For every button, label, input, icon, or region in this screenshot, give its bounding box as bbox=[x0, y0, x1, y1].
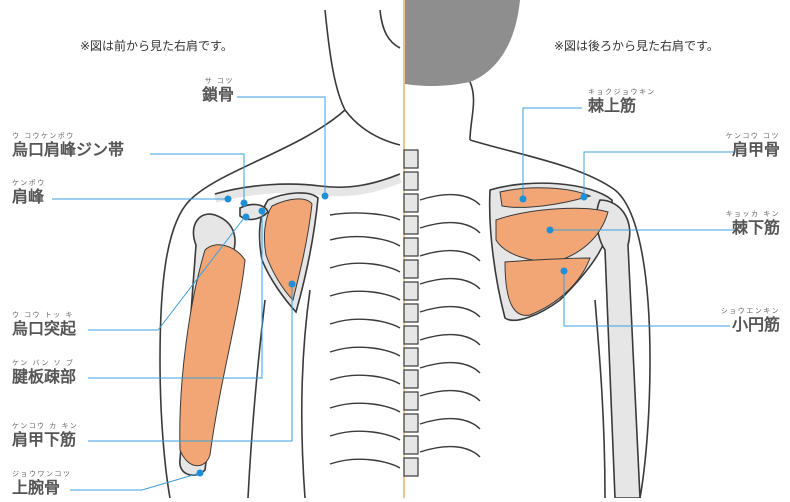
name-coracoacromial: 烏口肩峰ジン帯 bbox=[12, 142, 124, 158]
label-scapula: ケンコウ コツ 肩甲骨 bbox=[700, 133, 780, 158]
ruby-coracoid: ウ コウ トッ キ bbox=[12, 312, 76, 319]
dot-tendon bbox=[259, 208, 266, 215]
label-humerus: ジョウワンコツ 上腕骨 bbox=[12, 471, 72, 496]
name-subscapularis: 肩甲下筋 bbox=[12, 432, 78, 448]
label-infraspinatus: キョッカ キン 棘下筋 bbox=[700, 211, 780, 236]
label-teres-minor: ショウエンキン 小円筋 bbox=[690, 308, 780, 333]
name-supraspinatus: 棘上筋 bbox=[588, 98, 656, 114]
label-acromion: ケンポウ 肩峰 bbox=[12, 180, 46, 205]
label-supraspinatus: キョクジョウキン 棘上筋 bbox=[588, 89, 656, 114]
name-clavicle: 鎖骨 bbox=[190, 87, 234, 103]
front-body-outline bbox=[325, 10, 400, 145]
dot-teres-minor bbox=[561, 268, 568, 275]
ruby-clavicle: サ コツ bbox=[190, 78, 234, 85]
back-humerus bbox=[597, 200, 640, 498]
dot-subscapularis bbox=[289, 281, 296, 288]
ruby-infraspinatus: キョッカ キン bbox=[700, 211, 780, 218]
ruby-tendon: ケン バン ソ ブ bbox=[12, 360, 76, 367]
ruby-scapula: ケンコウ コツ bbox=[700, 133, 780, 140]
back-hair bbox=[405, 0, 520, 86]
label-clavicle: サ コツ 鎖骨 bbox=[190, 78, 234, 103]
leader-humerus bbox=[70, 473, 200, 490]
label-subscapularis: ケンコウ カ キン 肩甲下筋 bbox=[12, 423, 78, 448]
back-view bbox=[404, 0, 650, 498]
front-view-note: ※図は前から見た右肩です。 bbox=[80, 37, 233, 54]
biceps-muscle bbox=[180, 245, 245, 466]
teres-minor-muscle bbox=[505, 258, 590, 315]
back-spine bbox=[404, 150, 418, 476]
dot-acromion bbox=[225, 196, 232, 203]
dot-infraspinatus bbox=[547, 227, 554, 234]
label-coracoacromial: ウ コウケンポウ 烏口肩峰ジン帯 bbox=[12, 133, 124, 158]
dot-coracoid bbox=[243, 214, 250, 221]
dot-scapula bbox=[581, 194, 588, 201]
label-tendon: ケン バン ソ ブ 腱板疎部 bbox=[12, 360, 76, 385]
front-chin bbox=[380, 10, 400, 48]
ruby-acromion: ケンポウ bbox=[12, 180, 46, 187]
back-arm-inner bbox=[595, 300, 605, 498]
ruby-supraspinatus: キョクジョウキン bbox=[588, 89, 656, 96]
front-side bbox=[302, 290, 310, 498]
name-scapula: 肩甲骨 bbox=[700, 142, 780, 158]
dot-supraspinatus bbox=[520, 196, 527, 203]
front-ribs bbox=[330, 213, 400, 468]
name-infraspinatus: 棘下筋 bbox=[700, 220, 780, 236]
back-view-note: ※図は後ろから見た右肩です。 bbox=[554, 37, 719, 54]
name-acromion: 肩峰 bbox=[12, 189, 46, 205]
back-ribs bbox=[420, 195, 480, 457]
leader-scapula bbox=[584, 152, 734, 197]
ruby-humerus: ジョウワンコツ bbox=[12, 471, 72, 478]
dot-humerus bbox=[197, 470, 204, 477]
dot-coracoacromial bbox=[241, 200, 248, 207]
dot-clavicle bbox=[322, 193, 329, 200]
leader-clavicle bbox=[237, 97, 325, 196]
subscapularis-muscle bbox=[264, 199, 312, 300]
back-neck bbox=[470, 82, 474, 140]
ruby-coracoacromial: ウ コウケンポウ bbox=[12, 133, 124, 140]
ruby-subscapularis: ケンコウ カ キン bbox=[12, 423, 78, 430]
label-coracoid: ウ コウ トッ キ 烏口突起 bbox=[12, 312, 76, 337]
name-coracoid: 烏口突起 bbox=[12, 321, 76, 337]
ruby-teres-minor: ショウエンキン bbox=[690, 308, 780, 315]
name-tendon: 腱板疎部 bbox=[12, 369, 76, 385]
name-humerus: 上腕骨 bbox=[12, 480, 72, 496]
name-teres-minor: 小円筋 bbox=[690, 317, 780, 333]
